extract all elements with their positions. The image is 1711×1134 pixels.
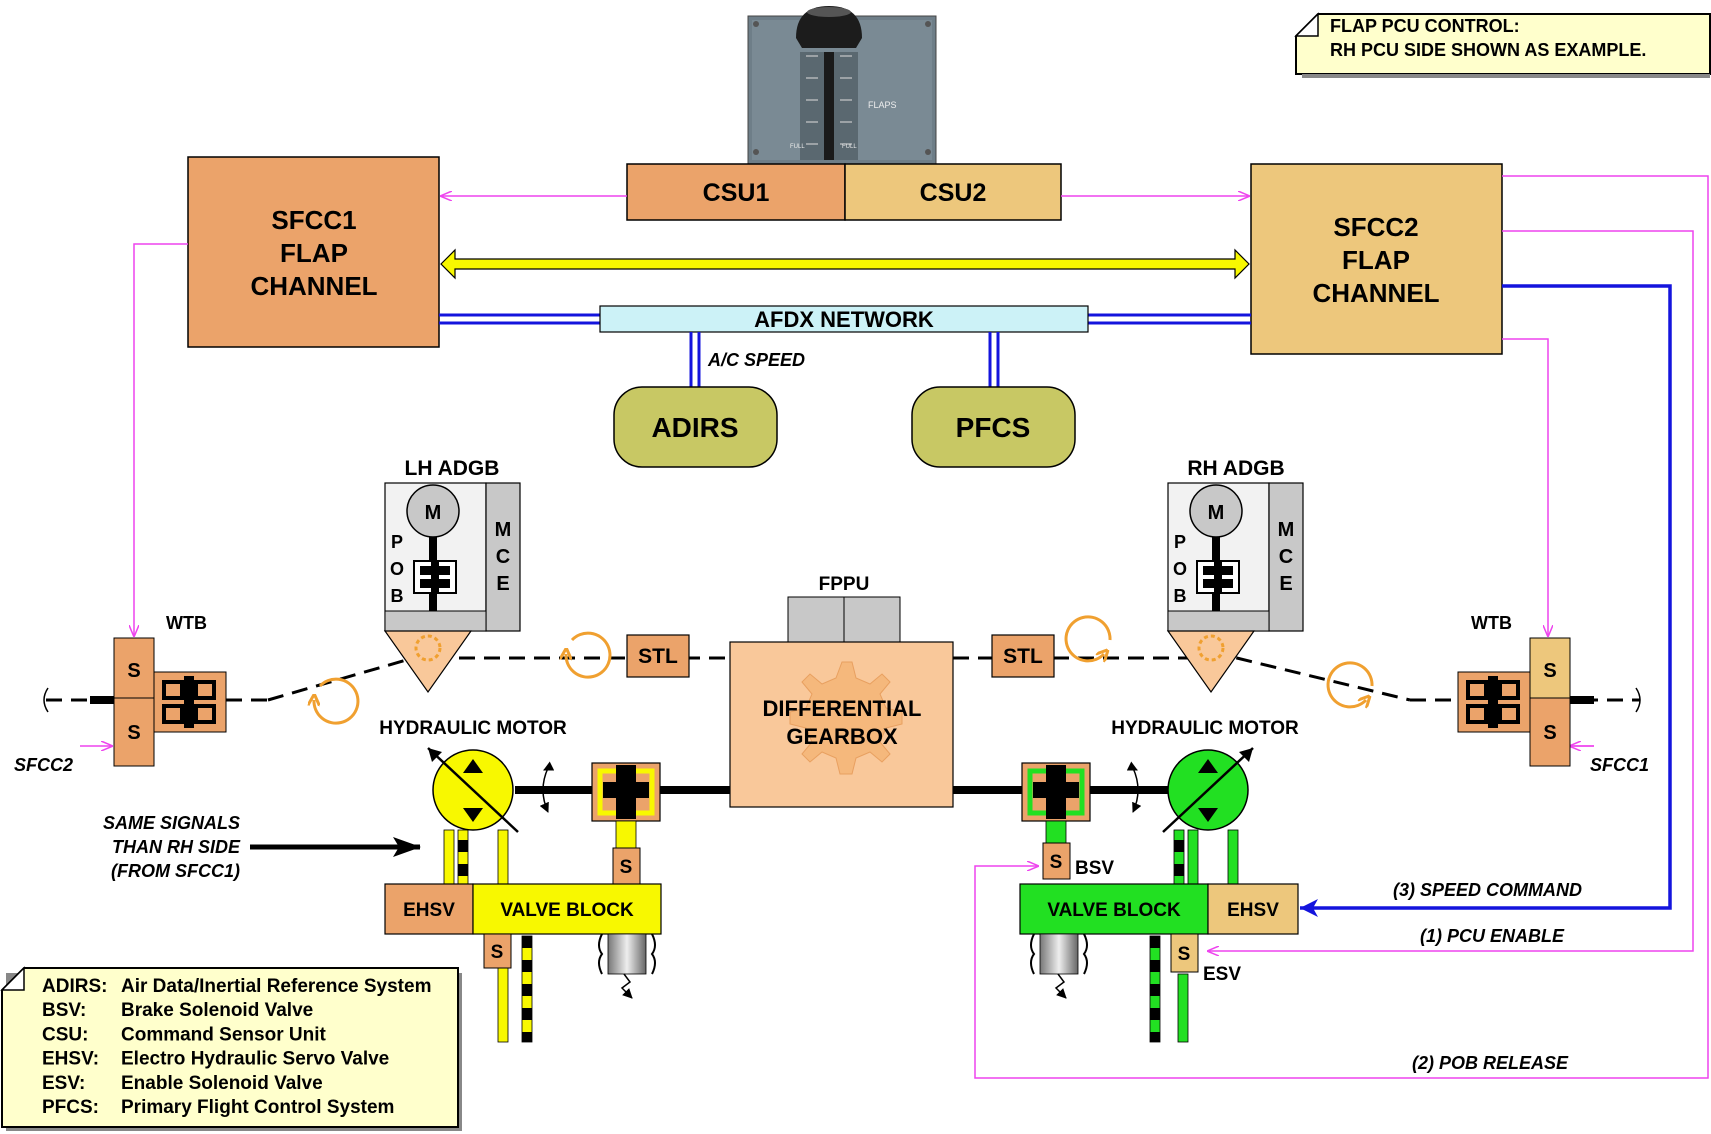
same-signals-note: SAME SIGNALS THAN RH SIDE (FROM SFCC1) bbox=[103, 813, 420, 881]
rh-pob-o: O bbox=[1173, 559, 1187, 579]
lh-valve-block-label: VALVE BLOCK bbox=[500, 900, 634, 921]
afdx-network: AFDX NETWORK A/C SPEED bbox=[439, 306, 1251, 387]
sfcc2-line2: FLAP bbox=[1342, 245, 1410, 275]
ac-speed-label: A/C SPEED bbox=[707, 350, 805, 370]
legend-desc: Primary Flight Control System bbox=[121, 1097, 394, 1118]
lh-sfcc2-input-label: SFCC2 bbox=[14, 755, 73, 775]
lever-full-right: FULL bbox=[842, 144, 857, 150]
sfcc1-line1: SFCC1 bbox=[271, 205, 356, 235]
pcu-enable-label: (1) PCU ENABLE bbox=[1420, 926, 1565, 946]
fppu-label: FPPU bbox=[819, 574, 870, 595]
lever-full-left: FULL bbox=[790, 144, 805, 150]
gearbox-line1: DIFFERENTIAL bbox=[763, 696, 922, 721]
sfcc-crosstalk-arrow bbox=[441, 250, 1249, 278]
gearbox-line2: GEARBOX bbox=[786, 724, 898, 749]
lh-stl-label: STL bbox=[638, 645, 678, 668]
sfcc2-box: SFCC2 FLAP CHANNEL bbox=[1251, 164, 1502, 354]
afdx-label: AFDX NETWORK bbox=[754, 307, 934, 332]
lh-pob-p: P bbox=[391, 532, 403, 552]
sfcc1-to-lh-wtb-link bbox=[134, 244, 188, 636]
pfcs-unit: PFCS bbox=[912, 387, 1075, 467]
sfcc1-line3: CHANNEL bbox=[250, 271, 377, 301]
rh-stl: STL bbox=[992, 635, 1054, 677]
rh-wtb-label: WTB bbox=[1471, 613, 1512, 633]
legend-desc: Enable Solenoid Valve bbox=[121, 1073, 323, 1094]
lever-flaps-label: FLAPS bbox=[868, 100, 897, 110]
same-signals-line2: THAN RH SIDE bbox=[112, 837, 241, 857]
sfcc2-line3: CHANNEL bbox=[1312, 278, 1439, 308]
control-note: FLAP PCU CONTROL: RH PCU SIDE SHOWN AS E… bbox=[1296, 14, 1710, 78]
lh-mce-e: E bbox=[496, 573, 509, 595]
csu2-label: CSU2 bbox=[920, 179, 987, 207]
rh-mce-c: C bbox=[1279, 546, 1293, 568]
csu-unit: CSU1 CSU2 bbox=[627, 164, 1061, 220]
flap-lever-panel[interactable]: FLAPS FULL FULL bbox=[748, 6, 936, 164]
rh-adgb-gear-icon bbox=[1168, 631, 1254, 692]
legend-desc: Brake Solenoid Valve bbox=[121, 1000, 313, 1021]
lh-pob-o: O bbox=[390, 559, 404, 579]
legend-abbr: BSV: bbox=[42, 1000, 86, 1021]
same-signals-line1: SAME SIGNALS bbox=[103, 813, 240, 833]
rh-bsv-s: S bbox=[1050, 852, 1063, 873]
legend-abbr: CSU: bbox=[42, 1024, 88, 1045]
sfcc2-line1: SFCC2 bbox=[1333, 212, 1418, 242]
lh-mce-m: M bbox=[495, 519, 512, 541]
differential-gearbox: DIFFERENTIAL GEARBOX bbox=[730, 642, 953, 807]
rh-adgb: RH ADGB M P O B M C E bbox=[1168, 457, 1303, 692]
legend-abbr: EHSV: bbox=[42, 1049, 99, 1070]
lh-pob-b: B bbox=[391, 586, 404, 606]
fppu: FPPU bbox=[788, 574, 900, 642]
rh-pob-b: B bbox=[1174, 586, 1187, 606]
note-line2: RH PCU SIDE SHOWN AS EXAMPLE. bbox=[1330, 40, 1646, 60]
rh-adgb-motor-label: M bbox=[1208, 502, 1225, 524]
lh-bsv-s: S bbox=[620, 857, 633, 878]
rh-ehsv-label: EHSV bbox=[1227, 900, 1279, 921]
legend-desc: Command Sensor Unit bbox=[121, 1024, 326, 1045]
legend-abbr: PFCS: bbox=[42, 1097, 99, 1118]
rh-stl-label: STL bbox=[1003, 645, 1043, 668]
rh-bsv-label: BSV bbox=[1075, 858, 1114, 879]
rh-sfcc1-input-label: SFCC1 bbox=[1590, 755, 1649, 775]
adirs-unit: ADIRS bbox=[614, 387, 777, 467]
pob-release-label: (2) POB RELEASE bbox=[1412, 1053, 1569, 1073]
lh-adgb-motor-label: M bbox=[425, 502, 442, 524]
sfcc1-box: SFCC1 FLAP CHANNEL bbox=[188, 157, 439, 347]
lh-adgb-title: LH ADGB bbox=[405, 457, 500, 480]
lh-wtb-s1: S bbox=[127, 660, 140, 682]
adirs-label: ADIRS bbox=[651, 412, 738, 443]
csu1-label: CSU1 bbox=[703, 179, 770, 207]
rh-wtb-s2: S bbox=[1543, 722, 1556, 744]
lh-stl: STL bbox=[627, 635, 689, 677]
lh-ehsv-label: EHSV bbox=[403, 900, 455, 921]
pfcs-label: PFCS bbox=[956, 412, 1031, 443]
legend-desc: Air Data/Inertial Reference System bbox=[121, 976, 431, 997]
lh-wtb: S S WTB bbox=[114, 613, 226, 766]
lh-mce-c: C bbox=[496, 546, 510, 568]
note-line1: FLAP PCU CONTROL: bbox=[1330, 16, 1520, 36]
rh-wtb-s1: S bbox=[1543, 660, 1556, 682]
rh-esv-s: S bbox=[1178, 944, 1191, 965]
abbreviation-legend: ADIRS: Air Data/Inertial Reference System… bbox=[2, 968, 462, 1131]
legend-abbr: ESV: bbox=[42, 1073, 85, 1094]
rh-pob-p: P bbox=[1174, 532, 1186, 552]
lh-hyd-motor-label: HYDRAULIC MOTOR bbox=[379, 718, 567, 739]
rh-hyd-motor-label: HYDRAULIC MOTOR bbox=[1111, 718, 1299, 739]
rh-adgb-title: RH ADGB bbox=[1187, 457, 1284, 480]
rh-wtb: S S WTB bbox=[1458, 613, 1570, 766]
rh-valve-block-label: VALVE BLOCK bbox=[1047, 900, 1181, 921]
same-signals-line3: (FROM SFCC1) bbox=[111, 861, 240, 881]
legend-abbr: ADIRS: bbox=[42, 976, 107, 997]
legend-desc: Electro Hydraulic Servo Valve bbox=[121, 1049, 389, 1070]
lh-wtb-s2: S bbox=[127, 722, 140, 744]
rh-mce-e: E bbox=[1279, 573, 1292, 595]
sfcc1-line2: FLAP bbox=[280, 238, 348, 268]
rh-mce-m: M bbox=[1278, 519, 1295, 541]
lh-wtb-label: WTB bbox=[166, 613, 207, 633]
lh-esv-s: S bbox=[491, 942, 504, 963]
speed-command-label: (3) SPEED COMMAND bbox=[1393, 880, 1582, 900]
rh-esv-label: ESV bbox=[1203, 964, 1241, 985]
